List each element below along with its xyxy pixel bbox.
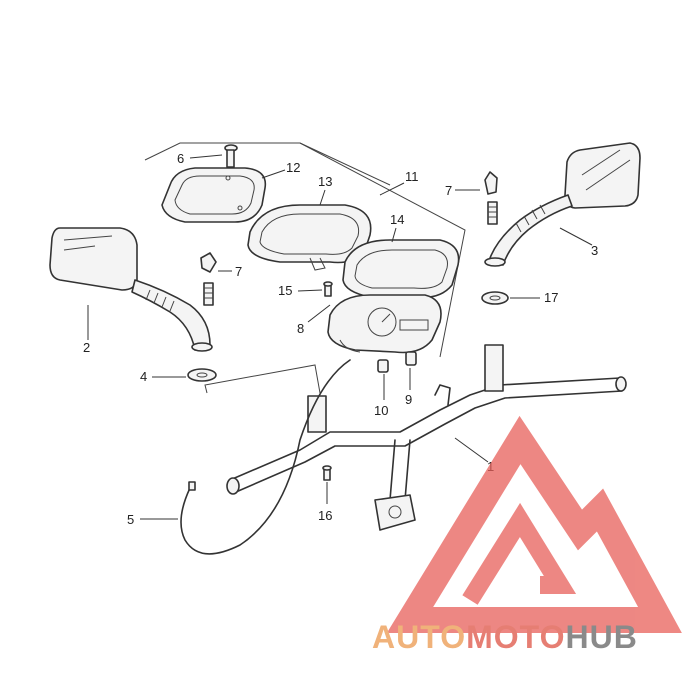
small-screw-15 (323, 281, 333, 297)
callout-11: 11 (405, 169, 419, 184)
assembly-group-outline (144, 142, 466, 394)
clip-nut-10 (377, 359, 389, 373)
mirror-nut-right (484, 171, 498, 225)
callout-2: 2 (83, 340, 90, 355)
instrument-panel (327, 294, 442, 354)
callout-13: 13 (318, 174, 332, 189)
mirror-nut-left (200, 252, 217, 306)
callout-8: 8 (297, 321, 304, 336)
right-mirror (484, 142, 641, 267)
watermark-text: AUTOMOTOHUB (372, 619, 638, 655)
callout-6: 6 (177, 151, 184, 166)
callout-7-right: 7 (445, 183, 452, 198)
callout-12: 12 (286, 160, 300, 175)
speedometer-cable (180, 359, 351, 555)
callout-9: 9 (405, 392, 412, 407)
screw (224, 144, 238, 168)
callout-16: 16 (318, 508, 332, 523)
callout-10: 10 (374, 403, 388, 418)
washer-right (481, 291, 509, 305)
watermark-text-hub: HUB (565, 619, 637, 655)
handlebar (226, 344, 627, 531)
leader-lines (87, 154, 593, 520)
watermark-text-auto: AUTO (372, 619, 466, 655)
callout-15: 15 (278, 283, 292, 298)
callout-3: 3 (591, 243, 598, 258)
washer-left (187, 368, 217, 382)
instrument-cover-gasket (161, 167, 267, 223)
clip-nut-9 (405, 351, 417, 366)
small-screw-16 (322, 465, 332, 481)
left-mirror (49, 227, 213, 352)
callout-17: 17 (544, 290, 558, 305)
watermark-logo-icon (386, 415, 682, 633)
callout-4: 4 (140, 369, 147, 384)
svg-text:AUTOMOTOHUB: AUTOMOTOHUB (372, 619, 638, 655)
callout-7-left: 7 (235, 264, 242, 279)
callout-5: 5 (127, 512, 134, 527)
watermark-text-moto: MOTO (466, 619, 565, 655)
callout-14: 14 (390, 212, 404, 227)
instrument-frame (342, 239, 460, 299)
